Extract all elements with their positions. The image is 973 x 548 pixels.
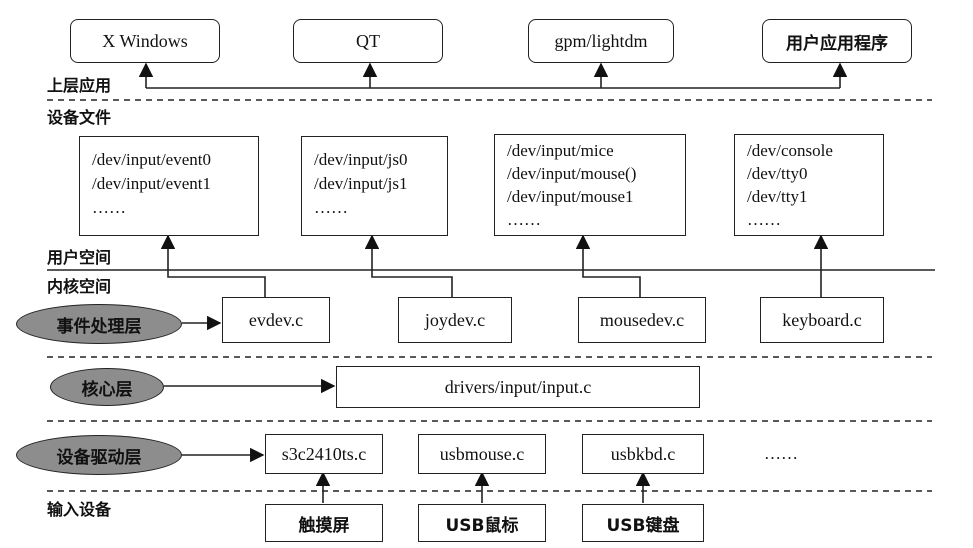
- device-file-entry: /dev/input/mouse1: [507, 187, 634, 206]
- app-qt: QT: [293, 19, 443, 63]
- device-file-event: /dev/input/event0 /dev/input/event1 ……: [79, 136, 259, 236]
- label-kernel-space: 内核空间: [47, 277, 112, 296]
- device-usb-keyboard: USB键盘: [582, 504, 704, 542]
- device-file-entry: ……: [507, 210, 541, 229]
- label-device-files: 设备文件: [47, 108, 112, 127]
- driver-s3c2410ts: s3c2410ts.c: [265, 434, 383, 474]
- label-input-devices: 输入设备: [47, 500, 112, 519]
- driver-usbmouse: usbmouse.c: [418, 434, 546, 474]
- handler-mousedev: mousedev.c: [578, 297, 706, 343]
- device-file-entry: /dev/input/event0: [92, 150, 211, 169]
- handler-evdev: evdev.c: [222, 297, 330, 343]
- device-usb-mouse: USB鼠标: [418, 504, 546, 542]
- device-file-entry: ……: [92, 198, 126, 217]
- handler-joydev: joydev.c: [398, 297, 512, 343]
- event-layer-ellipse: 事件处理层: [16, 304, 182, 344]
- device-file-console: /dev/console /dev/tty0 /dev/tty1 ……: [734, 134, 884, 236]
- driver-layer-ellipse: 设备驱动层: [16, 435, 182, 475]
- device-file-mouse: /dev/input/mice /dev/input/mouse() /dev/…: [494, 134, 686, 236]
- arrow-evdev: [160, 234, 266, 297]
- label-upper-app: 上层应用: [47, 76, 112, 95]
- core-layer-ellipse: 核心层: [50, 368, 164, 406]
- handler-keyboard: keyboard.c: [760, 297, 884, 343]
- device-file-entry: ……: [314, 198, 348, 217]
- device-file-entry: /dev/console: [747, 141, 833, 160]
- device-file-entry: /dev/input/js0: [314, 150, 408, 169]
- device-file-entry: /dev/input/mouse(): [507, 164, 637, 183]
- device-touchscreen: 触摸屏: [265, 504, 383, 542]
- app-x-windows: X Windows: [70, 19, 220, 63]
- device-file-js: /dev/input/js0 /dev/input/js1 ……: [301, 136, 448, 236]
- label-user-space: 用户空间: [47, 248, 112, 267]
- device-file-entry: /dev/input/js1: [314, 174, 408, 193]
- arrow-mousedev: [575, 234, 641, 297]
- app-gpm-lightdm: gpm/lightdm: [528, 19, 674, 63]
- device-file-entry: /dev/input/event1: [92, 174, 211, 193]
- device-file-entry: /dev/tty0: [747, 164, 808, 183]
- driver-more-ellipsis: ……: [764, 444, 798, 463]
- device-file-entry: /dev/input/mice: [507, 141, 614, 160]
- device-file-entry: /dev/tty1: [747, 187, 808, 206]
- driver-usbkbd: usbkbd.c: [582, 434, 704, 474]
- app-user-program: 用户应用程序: [762, 19, 912, 63]
- core-input-module: drivers/input/input.c: [336, 366, 700, 408]
- device-file-entry: ……: [747, 210, 781, 229]
- arrow-joydev: [364, 234, 453, 297]
